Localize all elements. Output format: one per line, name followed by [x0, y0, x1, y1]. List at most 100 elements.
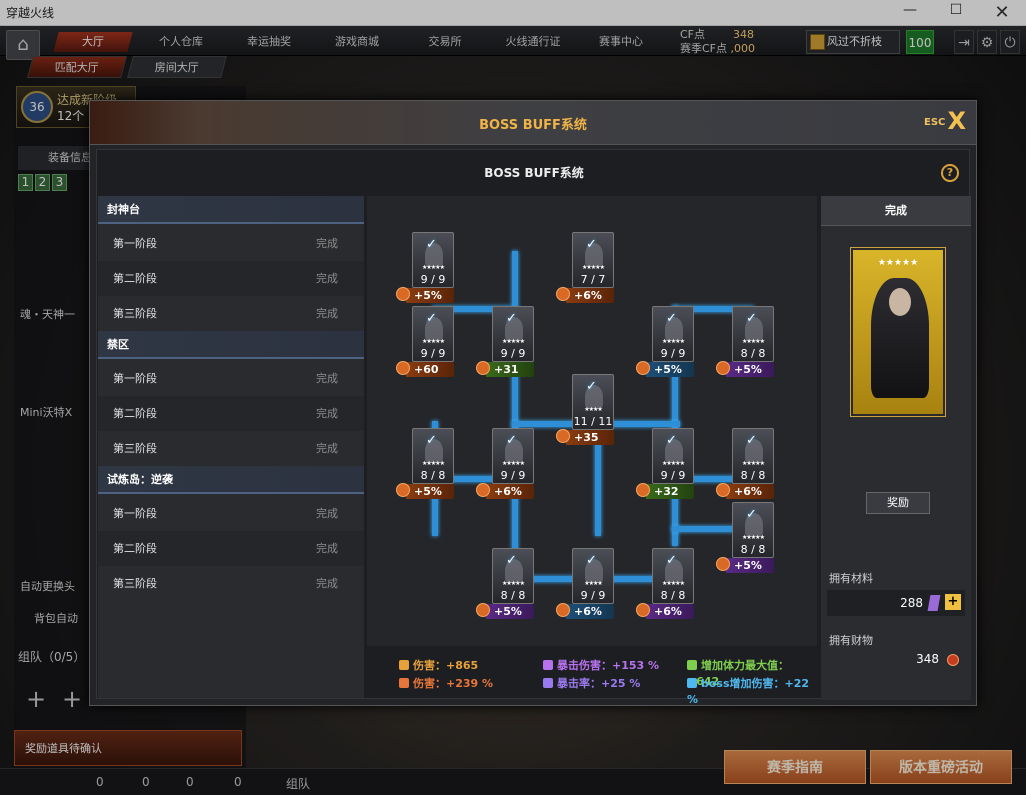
power-icon[interactable]: ⏻	[1000, 30, 1020, 54]
nav-tab-lottery[interactable]: 幸运抽奖	[232, 32, 306, 52]
boss-avatar	[425, 317, 443, 341]
equipment-label: 装备信息	[48, 151, 92, 164]
bottom-team-label[interactable]: 组队	[286, 777, 311, 791]
material-box: 288 +	[827, 590, 965, 616]
stage-row[interactable]: 第三阶段完成	[98, 431, 364, 466]
connector-line	[595, 576, 675, 582]
status-header: 完成	[821, 196, 971, 226]
checkmark-icon: ✓	[426, 433, 437, 448]
maximize-button[interactable]: ☐	[949, 2, 963, 18]
nav-tab-pass[interactable]: 火线通行证	[496, 32, 570, 52]
close-window-button[interactable]: ✕	[994, 2, 1010, 23]
node-stars: ★★★★★	[422, 460, 445, 467]
stage-row[interactable]: 第一阶段完成	[98, 361, 364, 396]
weapon-item-label[interactable]: 魂・天神一	[20, 308, 75, 321]
node-stars: ★★★★★	[502, 580, 525, 587]
invite-plus-button[interactable]: +	[61, 685, 83, 713]
buff-badge: +5%	[396, 483, 454, 499]
connector-line	[672, 526, 760, 532]
buff-badge: +5%	[716, 361, 774, 377]
user-level: 100	[906, 30, 934, 54]
buff-badge: +6%	[556, 287, 614, 303]
node-stars: ★★★★★	[662, 460, 685, 467]
checkmark-icon: ✓	[746, 311, 757, 326]
buff-node-card[interactable]: ✓★★★★★8 / 8	[732, 306, 774, 362]
upgrade-icon	[396, 287, 410, 301]
esc-label: ESC	[924, 117, 946, 128]
stage-row[interactable]: 第一阶段完成	[98, 496, 364, 531]
subnav-room-hall[interactable]: 房间大厅	[127, 56, 227, 78]
stage-row[interactable]: 第二阶段完成	[98, 531, 364, 566]
stage-list: 封神台第一阶段完成第二阶段完成第三阶段完成禁区第一阶段完成第二阶段完成第三阶段完…	[98, 196, 364, 698]
subnav-match-hall[interactable]: 匹配大厅	[27, 56, 127, 78]
minimize-button[interactable]: —	[903, 2, 917, 18]
bottom-count: 0	[142, 775, 150, 789]
weapon-item-label[interactable]: Mini沃特X	[20, 406, 73, 419]
cf-value: 348	[733, 28, 754, 41]
nav-tab-lobby[interactable]: 大厅	[53, 32, 133, 52]
exit-icon[interactable]: ⇥	[954, 30, 974, 54]
buff-node-card[interactable]: ✓★★★★★8 / 8	[412, 428, 454, 484]
gear-icon[interactable]: ⚙	[977, 30, 997, 54]
checkmark-icon: ✓	[426, 311, 437, 326]
bag-auto-toggle[interactable]: 背包自动	[34, 612, 78, 625]
reward-button[interactable]: 奖励	[866, 492, 930, 514]
stage-row[interactable]: 第二阶段完成	[98, 261, 364, 296]
reward-confirm-button[interactable]: 奖励道具待确认	[14, 730, 242, 766]
upgrade-icon	[636, 483, 650, 497]
coin-icon	[947, 654, 959, 666]
stage-name: 第三阶段	[113, 307, 157, 320]
season-guide-button[interactable]: 赛季指南	[724, 750, 866, 784]
user-name-box[interactable]: 风过不折枝	[806, 30, 900, 54]
buff-node-card[interactable]: ✓★★★★★8 / 8	[492, 548, 534, 604]
buff-value: +6%	[574, 289, 602, 302]
stage-row[interactable]: 第一阶段完成	[98, 226, 364, 261]
version-event-button[interactable]: 版本重磅活动	[870, 750, 1012, 784]
buff-node-card[interactable]: ✓★★★★★9 / 9	[492, 428, 534, 484]
stage-status: 完成	[316, 237, 338, 250]
buff-node-card[interactable]: ✓★★★★9 / 9	[572, 548, 614, 604]
help-icon[interactable]: ?	[941, 164, 959, 182]
add-material-button[interactable]: +	[945, 594, 961, 610]
nav-tab-events[interactable]: 赛事中心	[584, 32, 658, 52]
buff-node-card[interactable]: ✓★★★★★9 / 9	[412, 232, 454, 288]
upgrade-icon	[476, 361, 490, 375]
loadout-slot[interactable]: 3	[52, 174, 67, 191]
buff-node-card[interactable]: ✓★★★★★8 / 8	[732, 428, 774, 484]
buff-node-card[interactable]: ✓★★★★★9 / 9	[652, 306, 694, 362]
stage-row[interactable]: 第二阶段完成	[98, 396, 364, 431]
buff-node-card[interactable]: ✓★★★★11 / 11	[572, 374, 614, 430]
summary-stat: 伤害：+865	[399, 658, 478, 674]
node-count: 9 / 9	[420, 273, 446, 286]
buff-node-card[interactable]: ✓★★★★★7 / 7	[572, 232, 614, 288]
node-stars: ★★★★★	[662, 580, 685, 587]
nav-tab-exchange[interactable]: 交易所	[408, 32, 482, 52]
stage-row[interactable]: 第三阶段完成	[98, 296, 364, 331]
loadout-slot[interactable]: 1	[18, 174, 33, 191]
stage-name: 第三阶段	[113, 442, 157, 455]
nav-tab-shop[interactable]: 游戏商城	[320, 32, 394, 52]
buff-value: +6%	[494, 485, 522, 498]
buff-node-card[interactable]: ✓★★★★★8 / 8	[732, 502, 774, 558]
buff-node-card[interactable]: ✓★★★★★9 / 9	[412, 306, 454, 362]
stage-group-header: 禁区	[98, 331, 364, 359]
loadout-slot[interactable]: 2	[35, 174, 50, 191]
buff-node-card[interactable]: ✓★★★★★9 / 9	[492, 306, 534, 362]
buff-badge: +32	[636, 483, 694, 499]
home-icon[interactable]: ⌂	[6, 30, 40, 60]
buff-node-card[interactable]: ✓★★★★★8 / 8	[652, 548, 694, 604]
buff-node-card[interactable]: ✓★★★★★9 / 9	[652, 428, 694, 484]
node-stars: ★★★★★	[742, 460, 765, 467]
buff-value: +6%	[654, 605, 682, 618]
stage-row[interactable]: 第三阶段完成	[98, 566, 364, 601]
connector-line	[672, 306, 754, 312]
nav-tab-warehouse[interactable]: 个人仓库	[144, 32, 218, 52]
material-value: 288	[900, 596, 923, 610]
summary-stat: 暴击伤害：+153 %	[543, 658, 659, 674]
nav-tab-label: 个人仓库	[159, 35, 203, 48]
invite-plus-button[interactable]: +	[25, 685, 47, 713]
buff-value: +5%	[494, 605, 522, 618]
stat-icon	[399, 660, 409, 670]
